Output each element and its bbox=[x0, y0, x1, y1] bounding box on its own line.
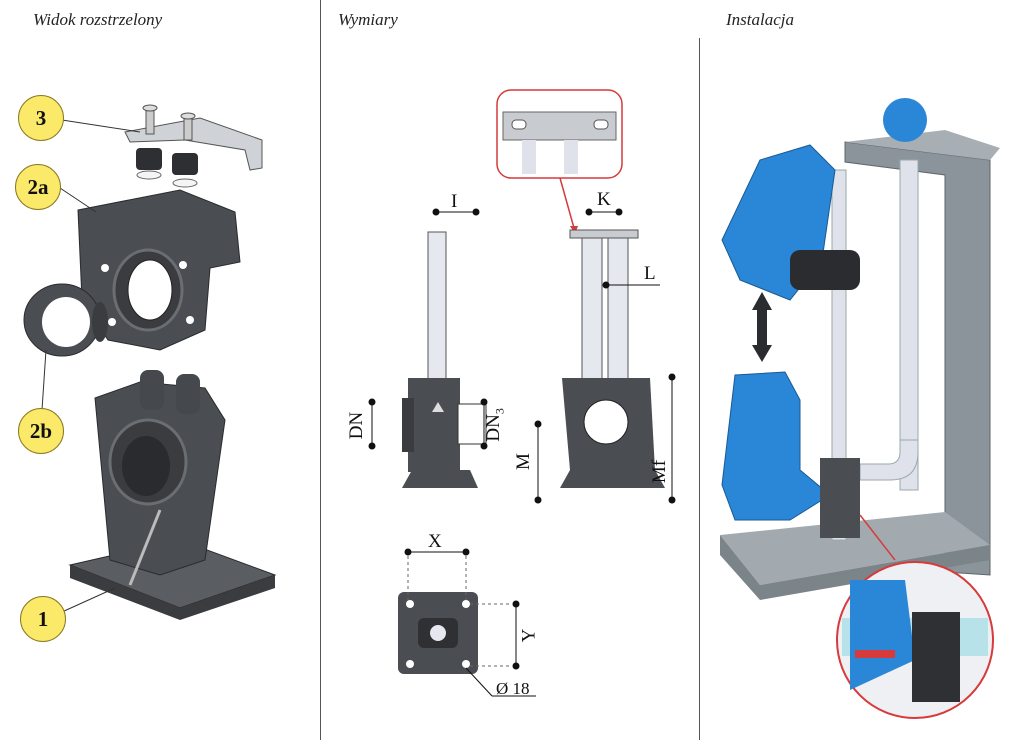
leader-2a bbox=[59, 187, 97, 213]
heading-installation: Instalacja bbox=[726, 10, 794, 29]
heading-exploded-view: Widok rozstrzelony bbox=[33, 10, 163, 29]
exploded-view-drawing bbox=[23, 104, 277, 620]
part-label-2a: 2a bbox=[15, 164, 61, 210]
leader-3 bbox=[61, 119, 141, 133]
part-label-1: 1 bbox=[20, 596, 66, 642]
dim-label-M: M bbox=[512, 453, 534, 470]
top-valve bbox=[883, 98, 927, 142]
divider-left bbox=[320, 0, 321, 740]
dim-label-Y: Y bbox=[518, 628, 540, 643]
part-label-2b: 2b bbox=[18, 408, 64, 454]
heading-dimensions: Wymiary bbox=[338, 10, 398, 29]
dim-label-hole-diameter: Ø 18 bbox=[496, 679, 530, 698]
pump-installed bbox=[721, 371, 860, 538]
part-2b-seal-ring bbox=[23, 283, 108, 357]
lift-direction-arrow bbox=[752, 292, 772, 362]
dim-label-Mf: Mf bbox=[649, 459, 671, 484]
part-1-base bbox=[68, 370, 277, 620]
guide-and-discharge-pipes bbox=[831, 159, 919, 541]
dim-label-DN3: DN3 bbox=[482, 408, 507, 442]
bracket-detail-callout bbox=[496, 89, 623, 234]
leader-1 bbox=[61, 587, 116, 613]
leader-2b bbox=[41, 349, 47, 411]
side-view bbox=[402, 231, 487, 488]
plate-view bbox=[398, 592, 478, 674]
dim-label-K: K bbox=[597, 189, 611, 210]
dim-label-X: X bbox=[428, 531, 442, 552]
coupling-detail-callout bbox=[836, 514, 994, 719]
dim-label-DN: DN bbox=[346, 411, 368, 440]
pump-raised bbox=[721, 144, 860, 301]
part-3-bracket bbox=[124, 104, 263, 188]
dim-label-I: I bbox=[451, 191, 458, 212]
part-label-3: 3 bbox=[18, 95, 64, 141]
concrete-pit bbox=[720, 130, 1000, 600]
dim-label-L: L bbox=[644, 263, 656, 284]
divider-right bbox=[699, 38, 700, 740]
